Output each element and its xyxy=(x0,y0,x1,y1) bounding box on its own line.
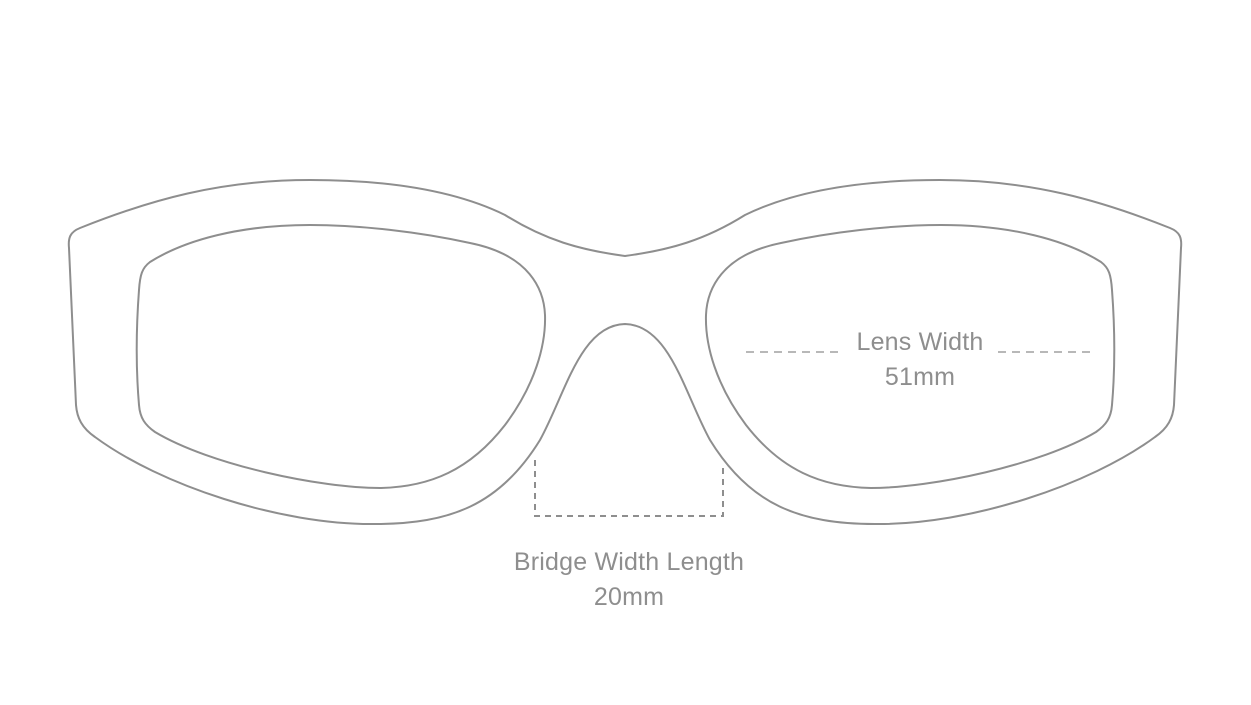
right-lens-outline xyxy=(704,224,1116,489)
bridge-width-label: Bridge Width Length 20mm xyxy=(470,545,788,615)
bridge-width-title: Bridge Width Length xyxy=(513,548,745,576)
lens-width-title: Lens Width xyxy=(856,328,984,356)
frame-outer-outline xyxy=(67,179,1183,526)
lens-width-label: Lens Width 51mm xyxy=(820,325,1020,395)
bridge-width-value: 20mm xyxy=(593,583,665,611)
left-lens-outline xyxy=(135,224,547,489)
lens-width-value: 51mm xyxy=(884,363,956,391)
bridge-width-bracket xyxy=(534,460,724,517)
